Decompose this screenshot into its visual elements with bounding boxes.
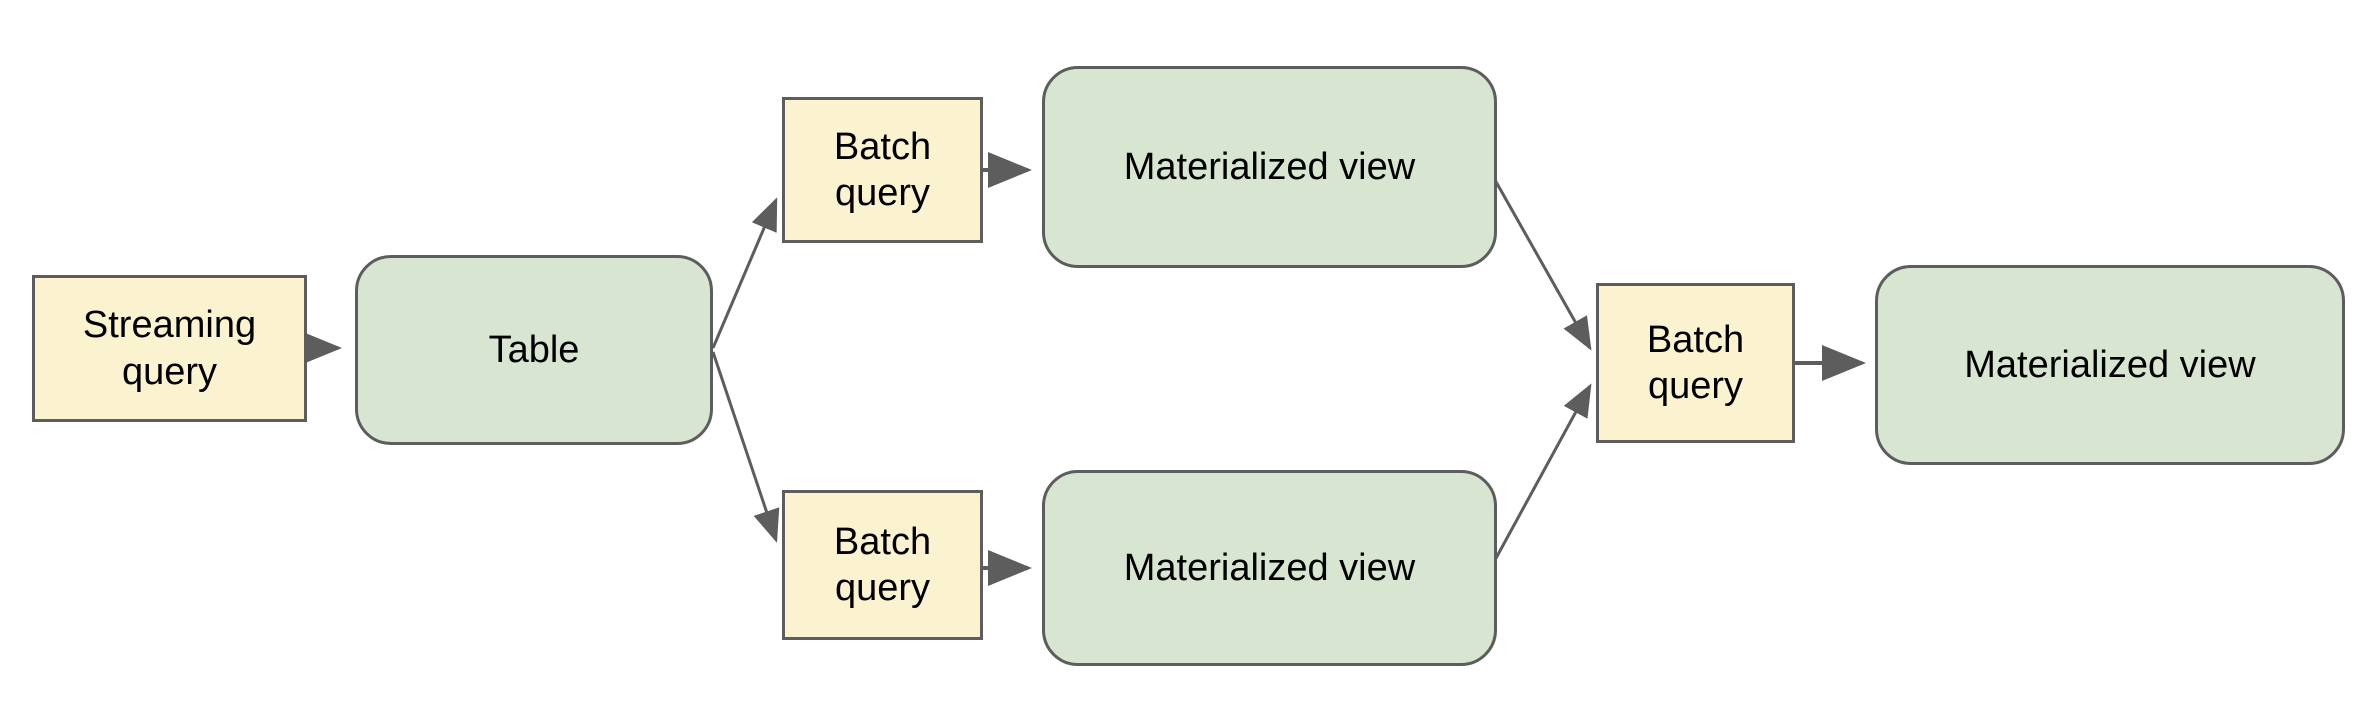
node-materialized-view-final[interactable]: Materialized view (1875, 265, 2345, 465)
node-materialized-view-top[interactable]: Materialized view (1042, 66, 1497, 268)
node-batch-query-top-label: Batch query (833, 125, 932, 214)
edge-materialized-view-top-to-batch-query-join (1493, 179, 1592, 351)
edge-table-to-batch-query-bottom (711, 351, 780, 543)
node-streaming-query-label: Streaming query (82, 304, 257, 393)
node-batch-query-bottom-label: Batch query (833, 520, 932, 609)
node-streaming-query[interactable]: Streaming query (32, 275, 307, 422)
node-table[interactable]: Table (355, 255, 713, 445)
node-materialized-view-bottom-label: Materialized view (1123, 546, 1416, 589)
node-batch-query-bottom[interactable]: Batch query (782, 490, 983, 640)
node-batch-query-join-label: Batch query (1646, 318, 1745, 407)
node-table-label: Table (488, 328, 580, 371)
node-batch-query-join[interactable]: Batch query (1596, 283, 1795, 443)
node-materialized-view-bottom[interactable]: Materialized view (1042, 470, 1497, 666)
edge-materialized-view-bottom-to-batch-query-join (1493, 383, 1592, 561)
node-batch-query-top[interactable]: Batch query (782, 97, 983, 243)
node-materialized-view-final-label: Materialized view (1964, 343, 2256, 386)
node-materialized-view-top-label: Materialized view (1123, 145, 1416, 188)
edge-table-to-batch-query-top (711, 197, 778, 349)
